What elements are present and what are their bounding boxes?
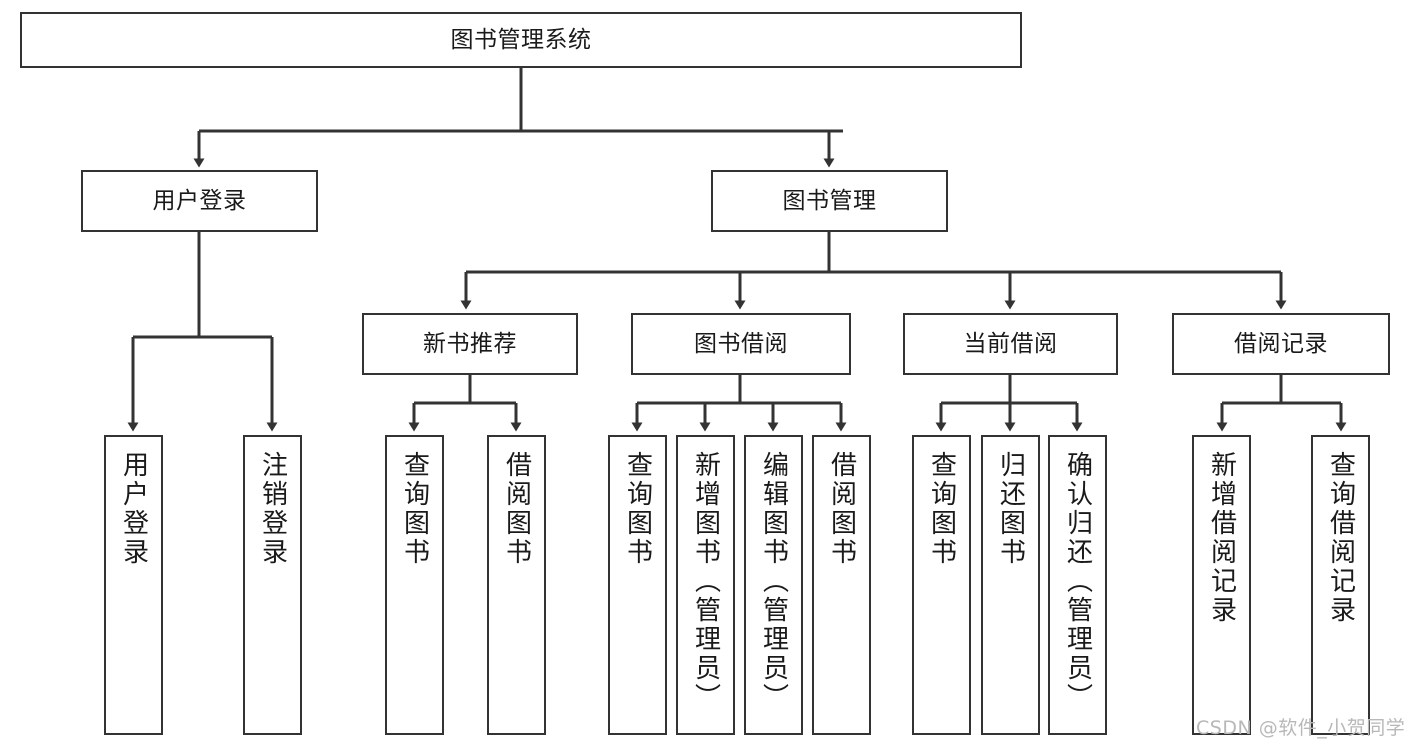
node-label: 图书管理 — [782, 187, 877, 214]
node-label: 当前借阅 — [963, 330, 1058, 357]
node-label: 新增借阅记录 — [1206, 451, 1237, 625]
node-current-borrow[interactable]: 当前借阅 — [903, 313, 1118, 375]
node-leaf-query-book-current[interactable]: 查询图书 — [912, 435, 971, 735]
node-label: 用户登录 — [118, 451, 149, 567]
node-label: 归还图书 — [995, 451, 1026, 567]
node-label: 查询图书 — [399, 451, 430, 567]
node-leaf-query-book-recommend[interactable]: 查询图书 — [385, 435, 444, 735]
node-borrow-record[interactable]: 借阅记录 — [1172, 313, 1390, 375]
node-leaf-return-book[interactable]: 归还图书 — [981, 435, 1040, 735]
node-new-book-recommend[interactable]: 新书推荐 — [362, 313, 578, 375]
node-label: 借阅图书 — [826, 451, 857, 567]
node-label: 借阅图书 — [501, 451, 532, 567]
node-label: 用户登录 — [152, 187, 247, 214]
node-label: 新书推荐 — [423, 330, 517, 357]
node-leaf-borrow-book[interactable]: 借阅图书 — [812, 435, 871, 735]
node-root-book-management-system[interactable]: 图书管理系统 — [20, 12, 1022, 68]
node-leaf-borrow-book-recommend[interactable]: 借阅图书 — [487, 435, 546, 735]
node-label: 查询图书 — [926, 451, 957, 567]
node-label: 注销登录 — [257, 451, 288, 567]
node-leaf-add-borrow-record[interactable]: 新增借阅记录 — [1192, 435, 1251, 735]
node-label: 编辑图书（管理员） — [758, 451, 789, 712]
node-label: 借阅记录 — [1234, 330, 1328, 357]
node-label: 查询借阅记录 — [1325, 451, 1356, 625]
node-label: 图书借阅 — [694, 330, 788, 357]
node-leaf-query-borrow-record[interactable]: 查询借阅记录 — [1311, 435, 1370, 735]
node-user-login[interactable]: 用户登录 — [81, 170, 318, 232]
node-leaf-user-login[interactable]: 用户登录 — [104, 435, 163, 735]
node-leaf-logout[interactable]: 注销登录 — [243, 435, 302, 735]
node-book-borrow[interactable]: 图书借阅 — [631, 313, 851, 375]
node-label: 确认归还（管理员） — [1062, 451, 1093, 712]
node-label: 图书管理系统 — [450, 26, 592, 53]
node-leaf-edit-book-admin[interactable]: 编辑图书（管理员） — [744, 435, 803, 735]
node-leaf-add-book-admin[interactable]: 新增图书（管理员） — [676, 435, 735, 735]
node-label: 查询图书 — [622, 451, 653, 567]
node-label: 新增图书（管理员） — [690, 451, 721, 712]
node-book-management[interactable]: 图书管理 — [711, 170, 948, 232]
node-leaf-confirm-return-admin[interactable]: 确认归还（管理员） — [1048, 435, 1107, 735]
node-leaf-query-book-borrow[interactable]: 查询图书 — [608, 435, 667, 735]
